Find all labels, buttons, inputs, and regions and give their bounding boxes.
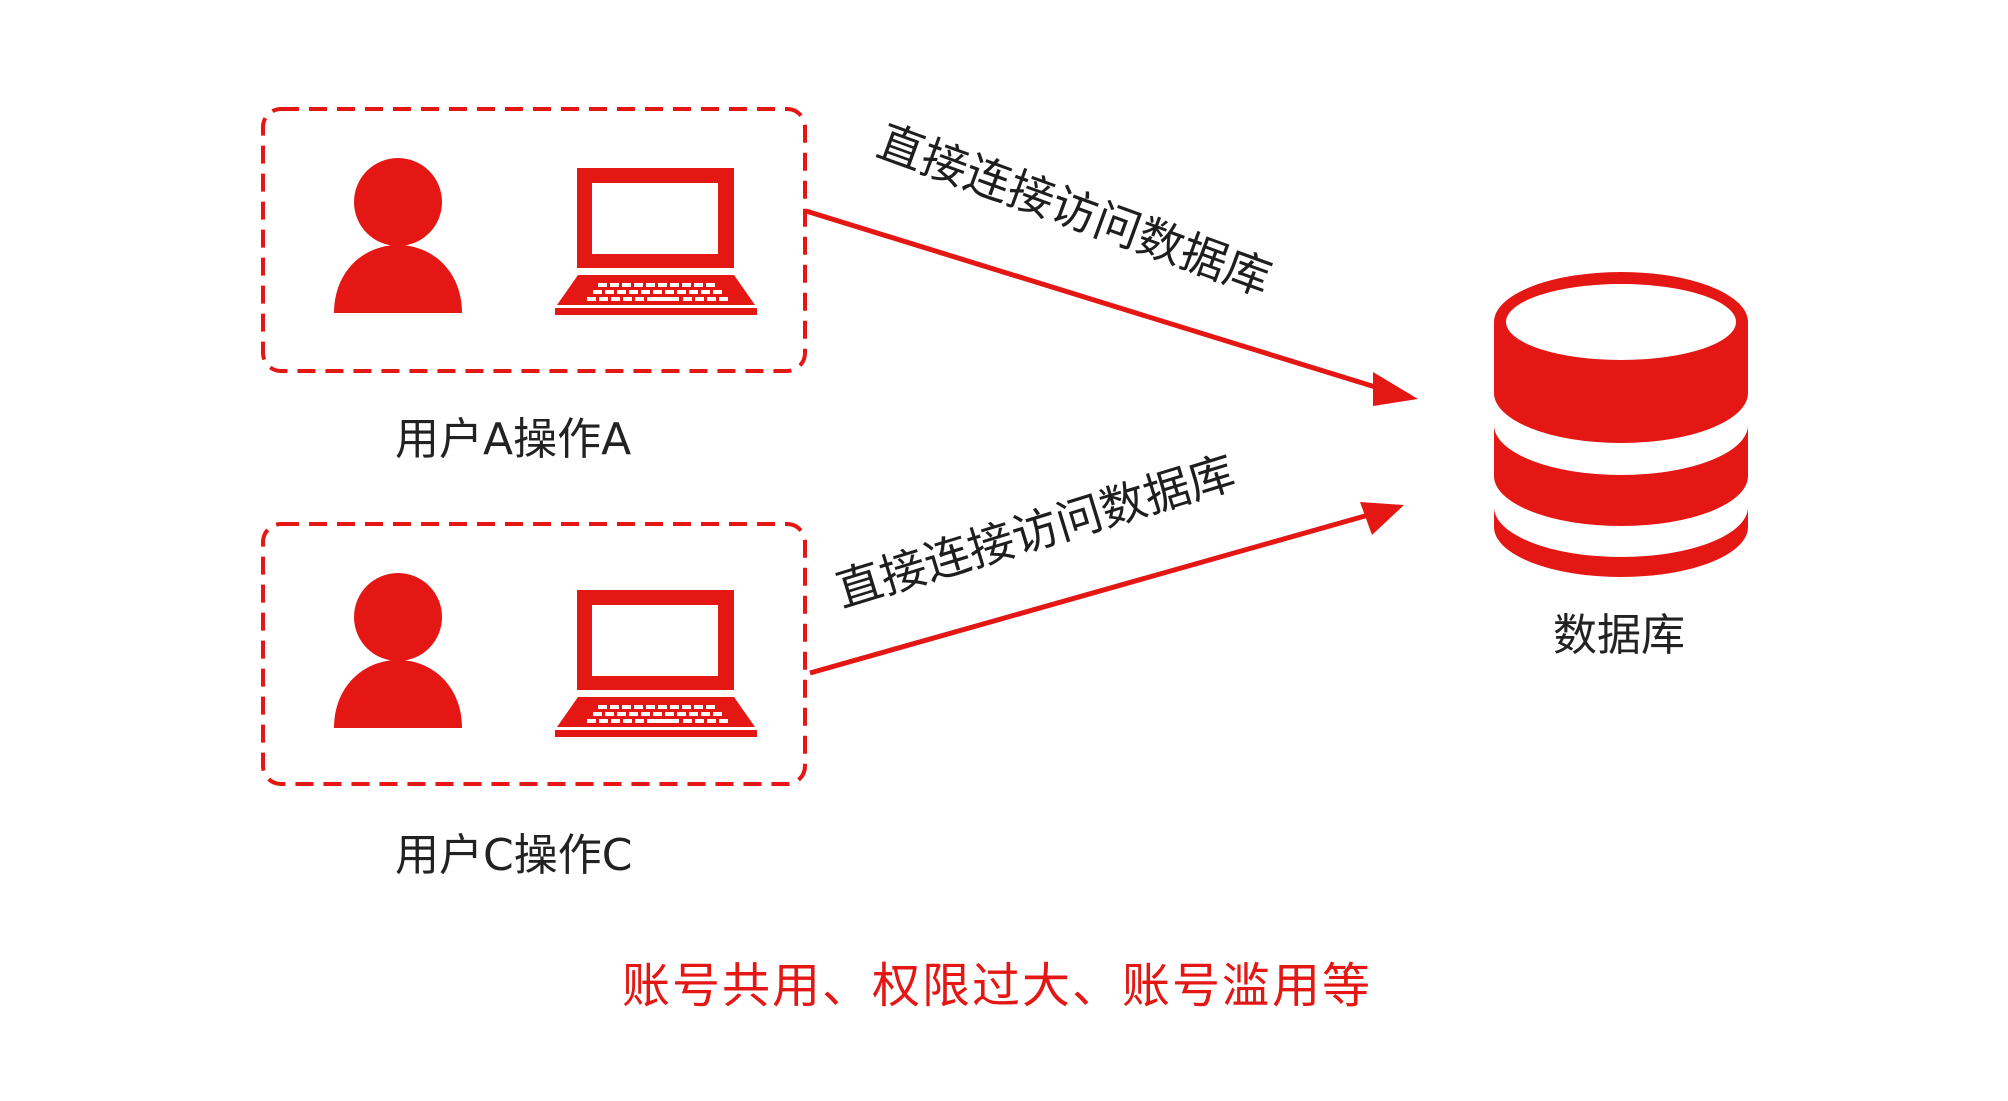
user-a-label: 用户A操作A <box>395 414 632 465</box>
connection-arrow-c <box>809 511 1373 676</box>
user-a-group-box <box>261 107 807 373</box>
user-c-label: 用户C操作C <box>395 830 633 881</box>
laptop-icon <box>555 168 757 315</box>
footer-issues-text: 账号共用、权限过大、账号滥用等 <box>622 958 1373 1014</box>
connection-arrow-a <box>805 208 1386 393</box>
user-c-group-box <box>261 522 807 786</box>
person-icon <box>334 573 462 728</box>
database-label: 数据库 <box>1553 610 1685 661</box>
arrowhead-icon <box>1360 502 1404 535</box>
laptop-icon <box>555 590 757 737</box>
database-icon <box>1494 272 1748 577</box>
arrowhead-icon <box>1373 372 1418 406</box>
person-icon <box>334 158 462 313</box>
